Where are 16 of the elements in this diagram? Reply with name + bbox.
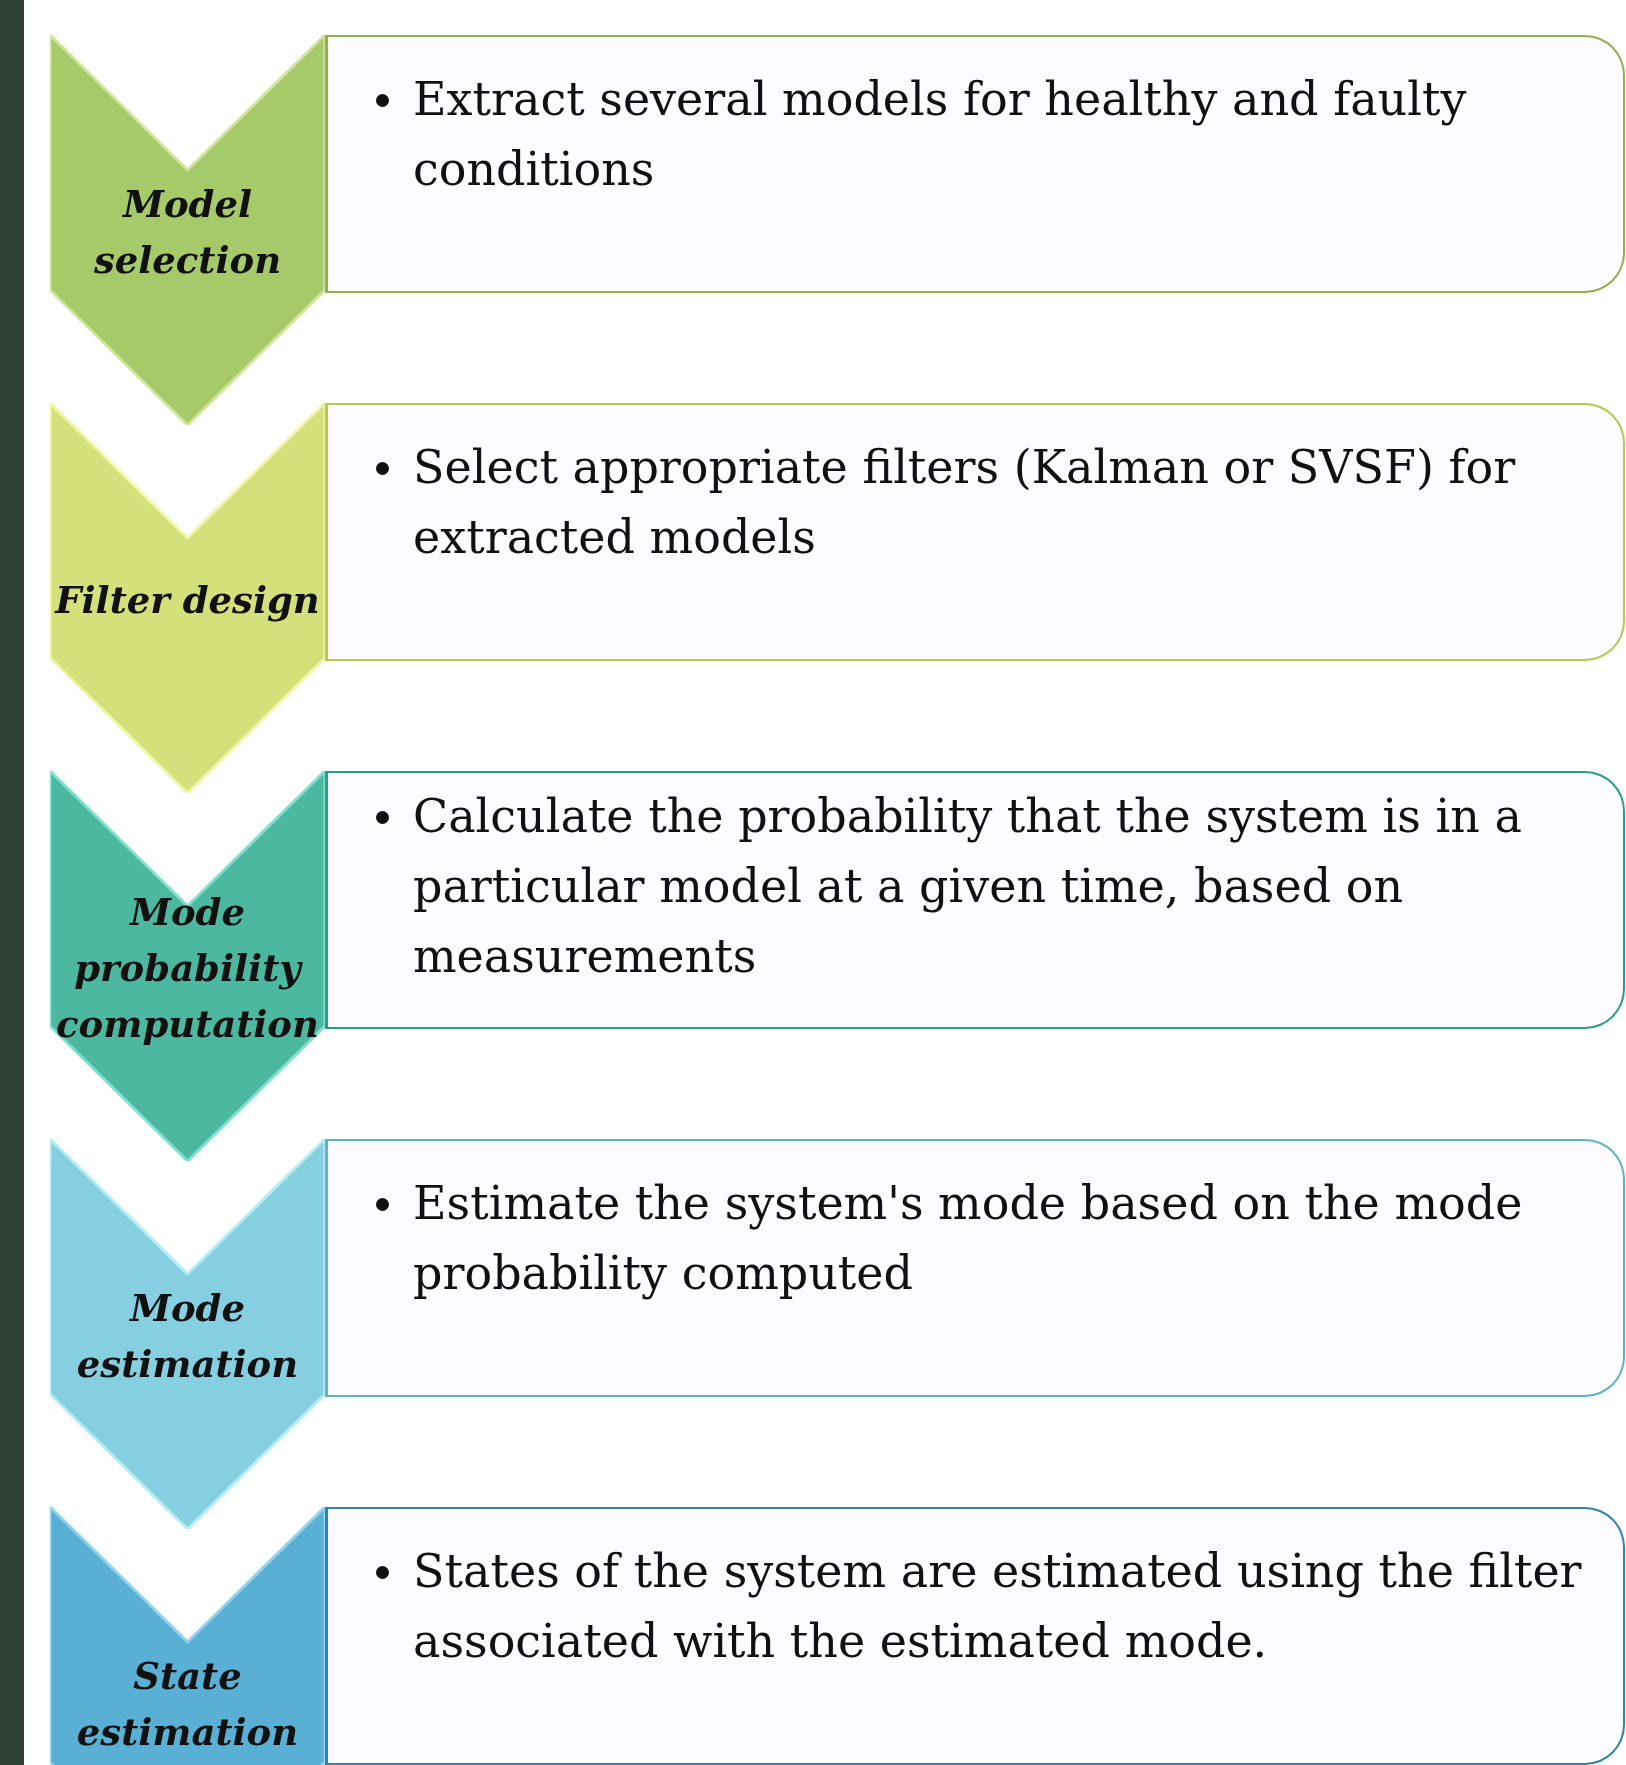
description-panel bbox=[325, 35, 1625, 293]
step-title: Mode estimation bbox=[75, 1285, 300, 1388]
step-title: Model selection bbox=[92, 181, 283, 284]
description-text: Estimate the system's mode based on the mode probability computed bbox=[413, 1175, 1524, 1302]
description-panel bbox=[325, 771, 1625, 1029]
step-title: Mode probability computation bbox=[55, 889, 320, 1048]
description-text: States of the system are estimated using the filter associated with the estimated mode. bbox=[413, 1543, 1583, 1670]
side-bar bbox=[0, 0, 24, 1765]
step-title: Filter design bbox=[53, 577, 321, 624]
description-panel bbox=[325, 403, 1625, 661]
description-panel bbox=[325, 1139, 1625, 1397]
description-text: Calculate the probability that the system is in a particular model at a given time, based on measurements bbox=[413, 788, 1523, 985]
description-panel bbox=[325, 1507, 1625, 1765]
description-text: Select appropriate filters (Kalman or SVSF) for extracted models bbox=[413, 439, 1517, 566]
description-text: Extract several models for healthy and faulty conditions bbox=[413, 71, 1468, 198]
step-title: State estimation bbox=[75, 1653, 300, 1756]
